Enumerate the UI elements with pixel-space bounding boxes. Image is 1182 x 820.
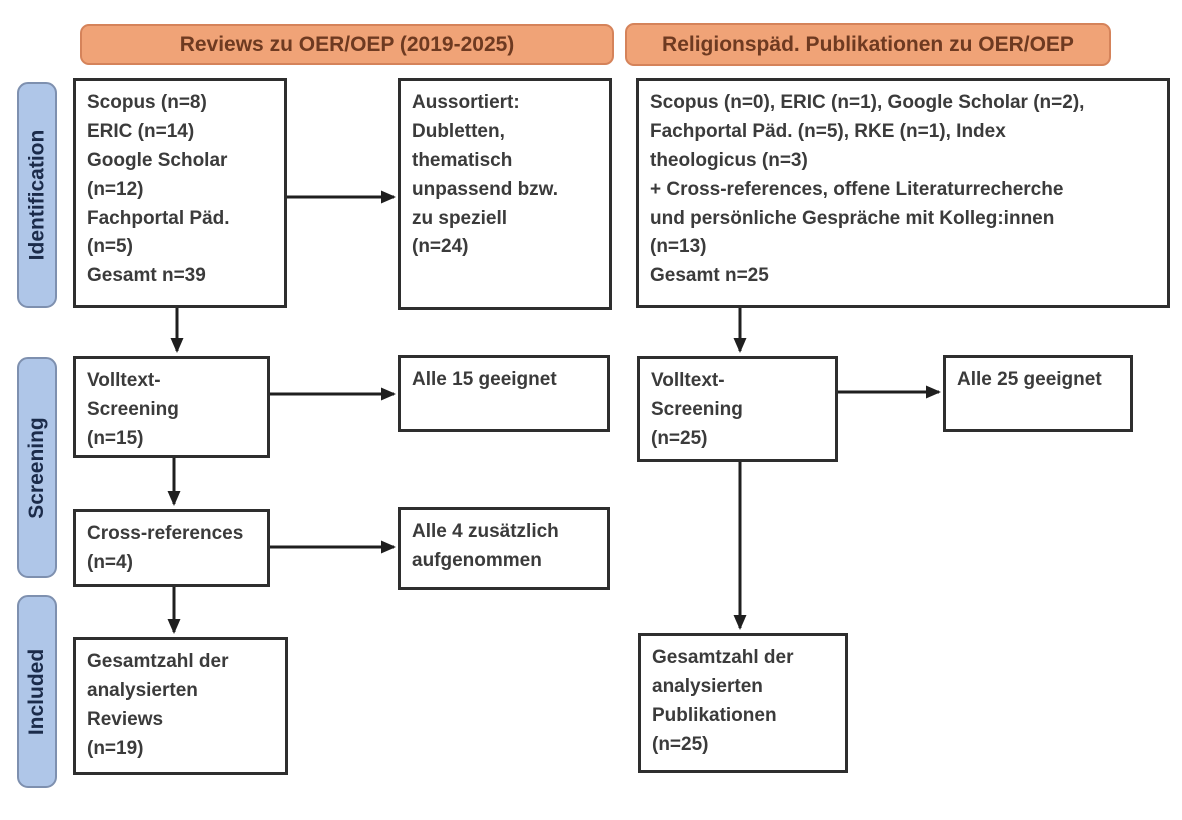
left-excluded-box: Aussortiert: Dubletten, thematisch unpas…	[398, 78, 612, 310]
left-included-total-box: Gesamtzahl der analysierten Reviews (n=1…	[73, 637, 288, 775]
stage-screening: Screening	[17, 357, 57, 578]
left-identification-sources-box: Scopus (n=8) ERIC (n=14) Google Scholar …	[73, 78, 287, 308]
stage-included: Included	[17, 595, 57, 788]
left-fulltext-screening-box: Volltext- Screening (n=15)	[73, 356, 270, 458]
stage-identification-label: Identification	[25, 129, 49, 261]
stage-identification: Identification	[17, 82, 57, 308]
left-fulltext-result-box: Alle 15 geeignet	[398, 355, 610, 432]
right-included-total-box: Gesamtzahl der analysierten Publikatione…	[638, 633, 848, 773]
stage-screening-label: Screening	[25, 416, 49, 519]
left-crossreferences-result-box: Alle 4 zusätzlich aufgenommen	[398, 507, 610, 590]
column-header-reviews: Reviews zu OER/OEP (2019-2025)	[80, 24, 614, 65]
left-crossreferences-box: Cross-references (n=4)	[73, 509, 270, 587]
right-identification-sources-box: Scopus (n=0), ERIC (n=1), Google Scholar…	[636, 78, 1170, 308]
column-header-reviews-label: Reviews zu OER/OEP (2019-2025)	[179, 32, 515, 56]
column-header-religionspaed: Religionspäd. Publikationen zu OER/OEP	[625, 23, 1111, 66]
right-fulltext-screening-box: Volltext- Screening (n=25)	[637, 356, 838, 462]
stage-included-label: Included	[25, 648, 48, 735]
column-header-religionspaed-label: Religionspäd. Publikationen zu OER/OEP	[662, 32, 1074, 56]
right-fulltext-result-box: Alle 25 geeignet	[943, 355, 1133, 432]
